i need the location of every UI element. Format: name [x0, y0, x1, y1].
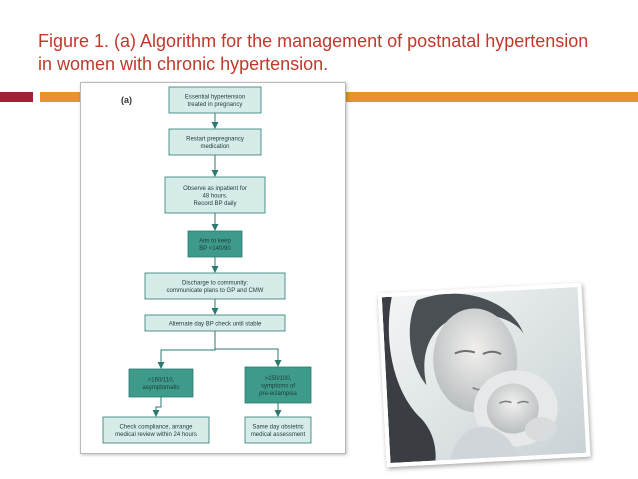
flow-node-text: >150/100,: [265, 376, 292, 382]
mother-baby-photo: [377, 282, 591, 468]
flow-box: [144, 314, 286, 332]
flow-node-text: Alternate day BP check until stable: [169, 321, 262, 327]
flow-arrow-n7-n9: [152, 397, 162, 417]
flow-node-text: treated in pregnancy: [188, 102, 243, 108]
flowchart-edges: [152, 113, 282, 417]
flow-node-text: Discharge to community:: [182, 281, 248, 287]
flow-node-text: Restart prepregnancy: [186, 137, 244, 143]
flow-node-n8: >150/100,symptoms of pre-eclampsia: [244, 366, 312, 404]
flow-node-text: medical review within 24 hours: [115, 432, 197, 438]
flow-node-text: communicate plans to GP and CMW: [167, 288, 264, 294]
flow-node-text: medication: [200, 144, 229, 150]
flow-node-text: medical assessment: [251, 432, 306, 438]
flow-arrow-n6-n7: [157, 331, 216, 369]
flow-node-text: Aim to keep: [199, 239, 231, 245]
flow-node-text: asymptomatic: [142, 385, 179, 391]
flow-box: [244, 416, 312, 444]
flow-node-text: symptoms of: [261, 383, 295, 389]
flow-box: [168, 128, 262, 156]
flow-node-n6: Alternate day BP check until stable: [144, 314, 286, 332]
flow-node-text: Check compliance, arrange: [119, 425, 193, 431]
panel-label: (a): [121, 95, 132, 105]
flow-box: [102, 416, 210, 444]
flow-node-n7: >160/110,asymptomatic: [128, 368, 194, 398]
flow-box: [244, 366, 312, 404]
slide-title: Figure 1. (a) Algorithm for the manageme…: [38, 31, 589, 74]
flow-node-text: Record BP daily: [194, 201, 237, 207]
flow-arrow-n6-n8: [214, 331, 282, 367]
flow-box: [144, 272, 286, 300]
flow-node-text: BP <140/90: [199, 246, 231, 252]
flow-node-text: >160/110,: [148, 378, 175, 384]
flow-node-text: 48 hours.: [202, 193, 227, 199]
flow-node-text: Essential hypertension: [185, 95, 245, 101]
flow-box: [168, 86, 262, 114]
flow-box: [164, 176, 266, 214]
flow-node-text: Same day obstetric: [252, 425, 303, 431]
flow-box: [128, 368, 194, 398]
flow-node-text: Observe as inpatient for: [183, 186, 247, 192]
flow-box: [187, 230, 243, 258]
flow-node-text: pre-eclampsia: [259, 391, 297, 397]
title-rule-accent: [0, 92, 33, 102]
flow-node-n5: Discharge to community:communicate plans…: [144, 272, 286, 300]
